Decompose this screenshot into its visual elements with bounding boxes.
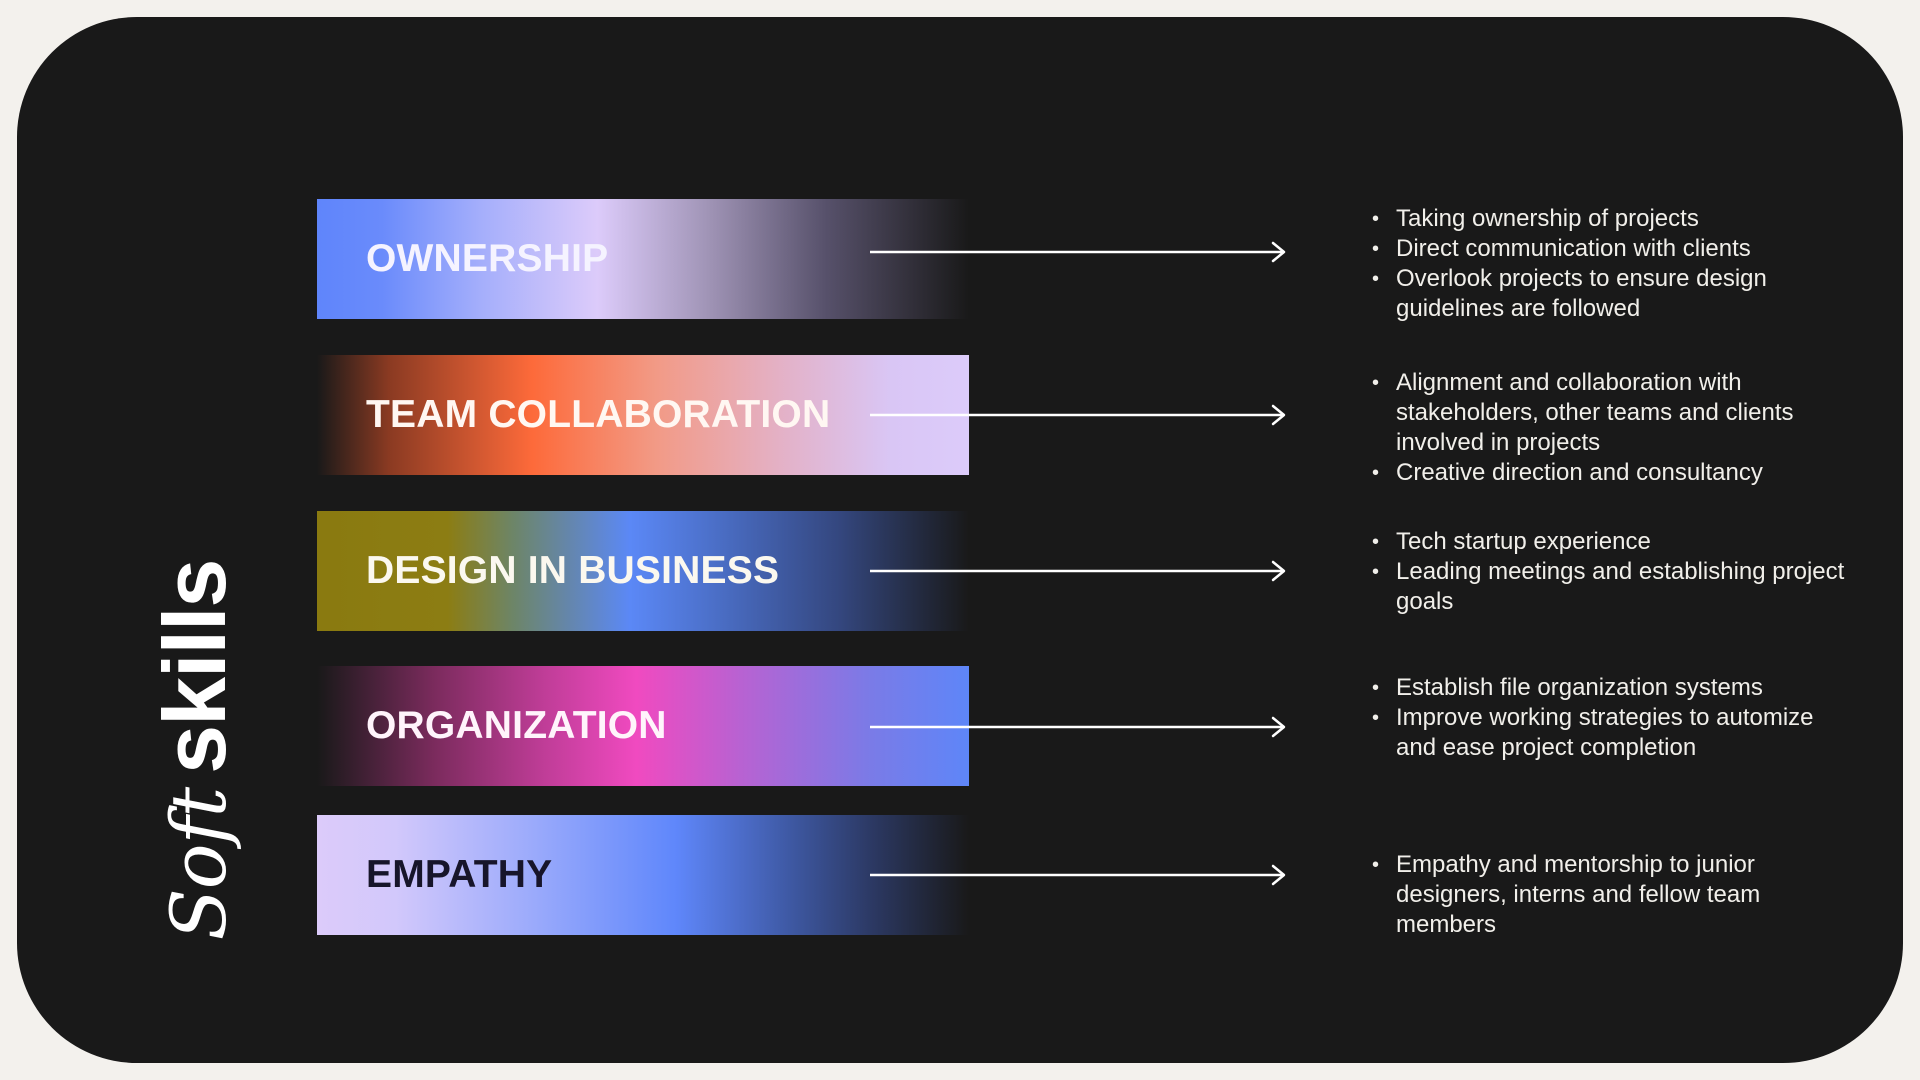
section-title: Soft skills [145, 560, 244, 941]
arrow-right-icon [870, 864, 1286, 886]
skill-point: Empathy and mentorship to junior designe… [1372, 850, 1852, 940]
skill-point: Overlook projects to ensure design guide… [1372, 264, 1852, 324]
skill-point: Establish file organization systems [1372, 673, 1852, 703]
skill-point: Direct communication with clients [1372, 234, 1852, 264]
skill-points-ownership: Taking ownership of projects Direct comm… [1372, 204, 1852, 324]
soft-skills-card: Soft skills OWNERSHIP Taking ownership of… [17, 17, 1903, 1063]
skill-band-organization: ORGANIZATION [317, 666, 969, 786]
skill-label-design-in-business: DESIGN IN BUSINESS [366, 549, 780, 592]
skill-points-design-in-business: Tech startup experience Leading meetings… [1372, 527, 1852, 617]
skill-label-organization: ORGANIZATION [366, 704, 667, 747]
skill-point: Creative direction and consultancy [1372, 458, 1852, 488]
skill-points-team-collaboration: Alignment and collaboration with stakeho… [1372, 368, 1852, 488]
skill-band-design-in-business: DESIGN IN BUSINESS [317, 511, 969, 631]
skill-point: Leading meetings and establishing projec… [1372, 557, 1852, 617]
arrow-right-icon [870, 241, 1286, 263]
skill-points-empathy: Empathy and mentorship to junior designe… [1372, 850, 1852, 940]
skill-points-organization: Establish file organization systems Impr… [1372, 673, 1852, 763]
skill-point: Taking ownership of projects [1372, 204, 1852, 234]
skill-label-empathy: EMPATHY [366, 853, 553, 896]
skill-band-empathy: EMPATHY [317, 815, 969, 935]
skill-label-ownership: OWNERSHIP [366, 237, 609, 280]
skill-point: Tech startup experience [1372, 527, 1852, 557]
arrow-right-icon [870, 716, 1286, 738]
skill-band-ownership: OWNERSHIP [317, 199, 969, 319]
arrow-right-icon [870, 404, 1286, 426]
title-soft: Soft [154, 787, 243, 941]
arrow-right-icon [870, 560, 1286, 582]
skill-band-team-collaboration: TEAM COLLABORATION [317, 355, 969, 475]
title-skills: skills [145, 559, 244, 774]
skill-label-team-collaboration: TEAM COLLABORATION [366, 393, 831, 436]
skill-point: Alignment and collaboration with stakeho… [1372, 368, 1852, 458]
skill-point: Improve working strategies to automize a… [1372, 703, 1852, 763]
